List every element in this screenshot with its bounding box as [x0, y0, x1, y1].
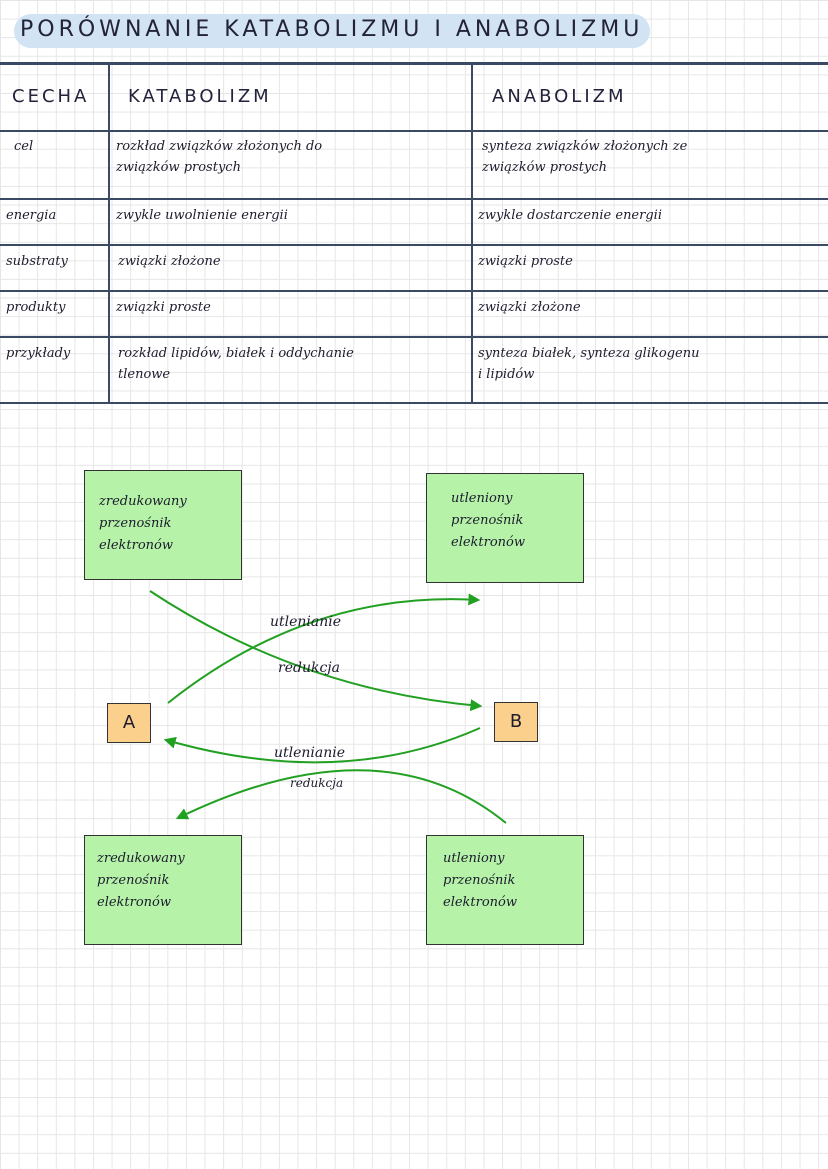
table-divider	[0, 290, 828, 292]
comparison-table: CECHA KATABOLIZM ANABOLIZM cel rozkład z…	[0, 62, 828, 404]
table-divider	[0, 130, 828, 132]
box-oxidized-carrier-top-text: utleniony przenośnik elektronów	[451, 491, 526, 550]
cell-katabolizm-produkty: związki proste	[116, 300, 211, 315]
table-column-divider	[471, 62, 473, 404]
cell-katabolizm-cel: rozkład związków złożonych do związków p…	[116, 139, 323, 175]
header-cecha: CECHA	[12, 86, 90, 107]
cell-anabolizm-substraty: związki proste	[478, 254, 573, 269]
arrow-upper-reduction	[149, 590, 483, 712]
box-reduced-carrier-top-text: zredukowany przenośnik elektronów	[99, 494, 187, 553]
cell-anabolizm-cel: synteza związków złożonych ze związków p…	[482, 139, 688, 175]
cell-katabolizm-substraty: związki złożone	[118, 254, 221, 269]
label-lower-reduction: redukcja	[290, 776, 344, 790]
arrow-lower-oxidation	[163, 727, 481, 764]
cell-anabolizm-produkty: związki złożone	[478, 300, 581, 315]
arrow-upper-oxidation	[167, 593, 481, 704]
page-title: PORÓWNANIE KATABOLIZMU I ANABOLIZMU	[20, 17, 644, 42]
row-label-energia: energia	[6, 208, 57, 223]
row-label-substraty: substraty	[6, 254, 68, 269]
box-oxidized-carrier-top: utleniony przenośnik elektronów	[426, 473, 584, 583]
cell-anabolizm-przyklady: synteza białek, synteza glikogenu i lipi…	[478, 346, 700, 382]
box-oxidized-carrier-bottom: utleniony przenośnik elektronów	[426, 835, 584, 945]
page-title-highlight: PORÓWNANIE KATABOLIZMU I ANABOLIZMU	[14, 14, 650, 48]
box-reduced-carrier-top: zredukowany przenośnik elektronów	[84, 470, 242, 580]
table-divider	[0, 198, 828, 200]
arrow-lower-reduction	[175, 769, 507, 824]
table-border-bottom	[0, 402, 828, 404]
label-upper-reduction: redukcja	[278, 660, 340, 676]
cell-katabolizm-przyklady: rozkład lipidów, białek i oddychanie tle…	[118, 346, 354, 382]
header-katabolizm: KATABOLIZM	[128, 86, 272, 107]
box-oxidized-carrier-bottom-text: utleniony przenośnik elektronów	[443, 851, 518, 910]
node-b: B	[494, 702, 538, 742]
cell-katabolizm-energia: zwykle uwolnienie energii	[116, 208, 288, 223]
table-divider	[0, 336, 828, 338]
table-border-top	[0, 62, 828, 65]
cell-anabolizm-energia: zwykle dostarczenie energii	[478, 208, 662, 223]
header-anabolizm: ANABOLIZM	[492, 86, 627, 107]
row-label-produkty: produkty	[6, 300, 66, 315]
label-upper-oxidation: utlenianie	[270, 614, 342, 630]
box-reduced-carrier-bottom-text: zredukowany przenośnik elektronów	[97, 851, 185, 910]
row-label-przyklady: przykłady	[6, 346, 71, 361]
table-divider	[0, 244, 828, 246]
table-column-divider	[108, 62, 110, 404]
node-a: A	[107, 703, 151, 743]
label-lower-oxidation: utlenianie	[274, 745, 346, 761]
row-label-cel: cel	[14, 139, 34, 154]
box-reduced-carrier-bottom: zredukowany przenośnik elektronów	[84, 835, 242, 945]
